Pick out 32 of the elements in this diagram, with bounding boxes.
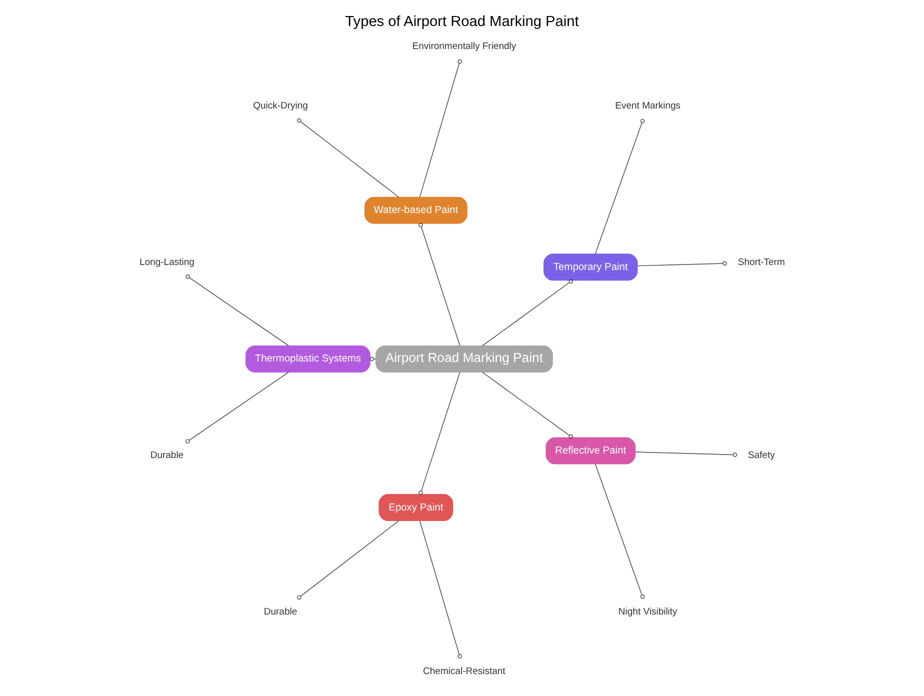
node-text: Night Visibility [618,606,678,618]
node-box: Airport Road Marking Paint [375,345,553,372]
node-text: Chemical-Resistant [423,666,506,677]
connector [482,279,574,346]
connector [186,274,289,346]
node-text: Long-Lasting [140,256,194,268]
diagram-title: Types of Airport Road Marking Paint [345,14,579,30]
node-box: Reflective Paint [546,437,636,464]
node-box: Thermoplastic Systems [246,345,370,372]
node-text: Short-Term [738,256,785,268]
node-box: Temporary Paint [544,254,638,281]
node-text: Quick-Drying [253,100,308,112]
connector [297,118,400,198]
connector [594,119,645,254]
connector [186,372,289,444]
connector [420,520,462,659]
connector [634,452,738,457]
connector [418,372,460,495]
node-text: Event Markings [615,100,681,112]
connector [418,223,460,346]
node-text: Durable [150,450,184,462]
connector [482,372,574,439]
connector [594,464,645,599]
node-text: Environmentally Friendly [412,40,516,52]
node-box: Water-based Paint [364,196,468,224]
node-box: Epoxy Paint [378,494,454,522]
connector [637,261,727,266]
connector [420,59,462,198]
node-text: Durable [264,606,298,618]
node-text: Safety [748,450,775,462]
connector [297,520,400,600]
connector [370,356,376,362]
